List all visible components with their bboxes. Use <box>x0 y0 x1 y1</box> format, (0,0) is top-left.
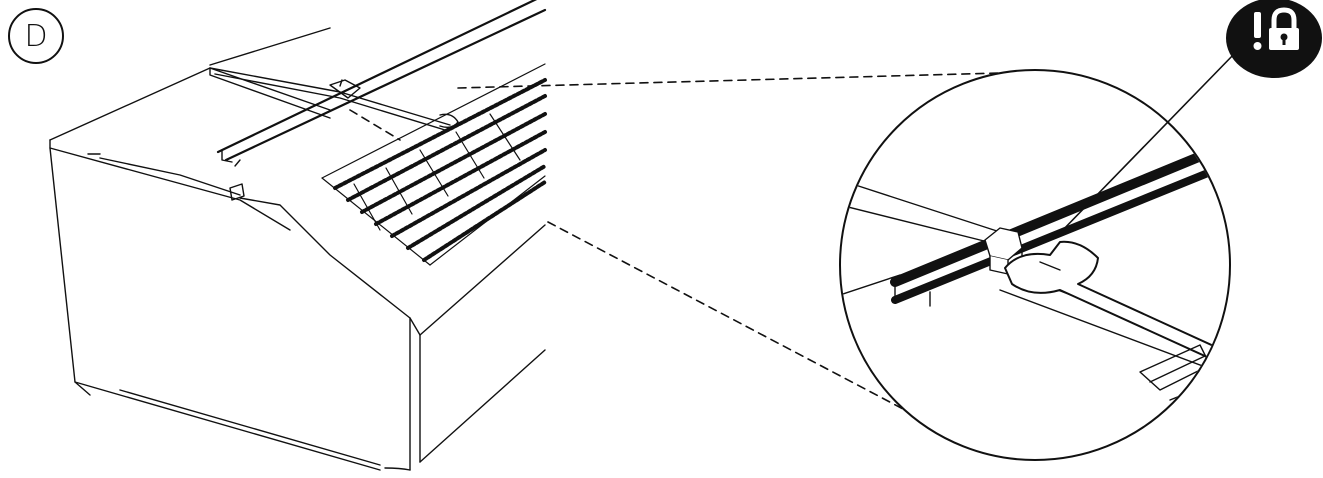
lock-glyph <box>1253 7 1299 50</box>
warning-lock-icon <box>1226 0 1322 78</box>
detail-magnifier <box>839 51 1237 461</box>
intake-grille <box>321 63 547 266</box>
step-label: D <box>8 8 64 64</box>
callout-lines <box>349 71 1036 411</box>
unit-body <box>49 0 547 471</box>
